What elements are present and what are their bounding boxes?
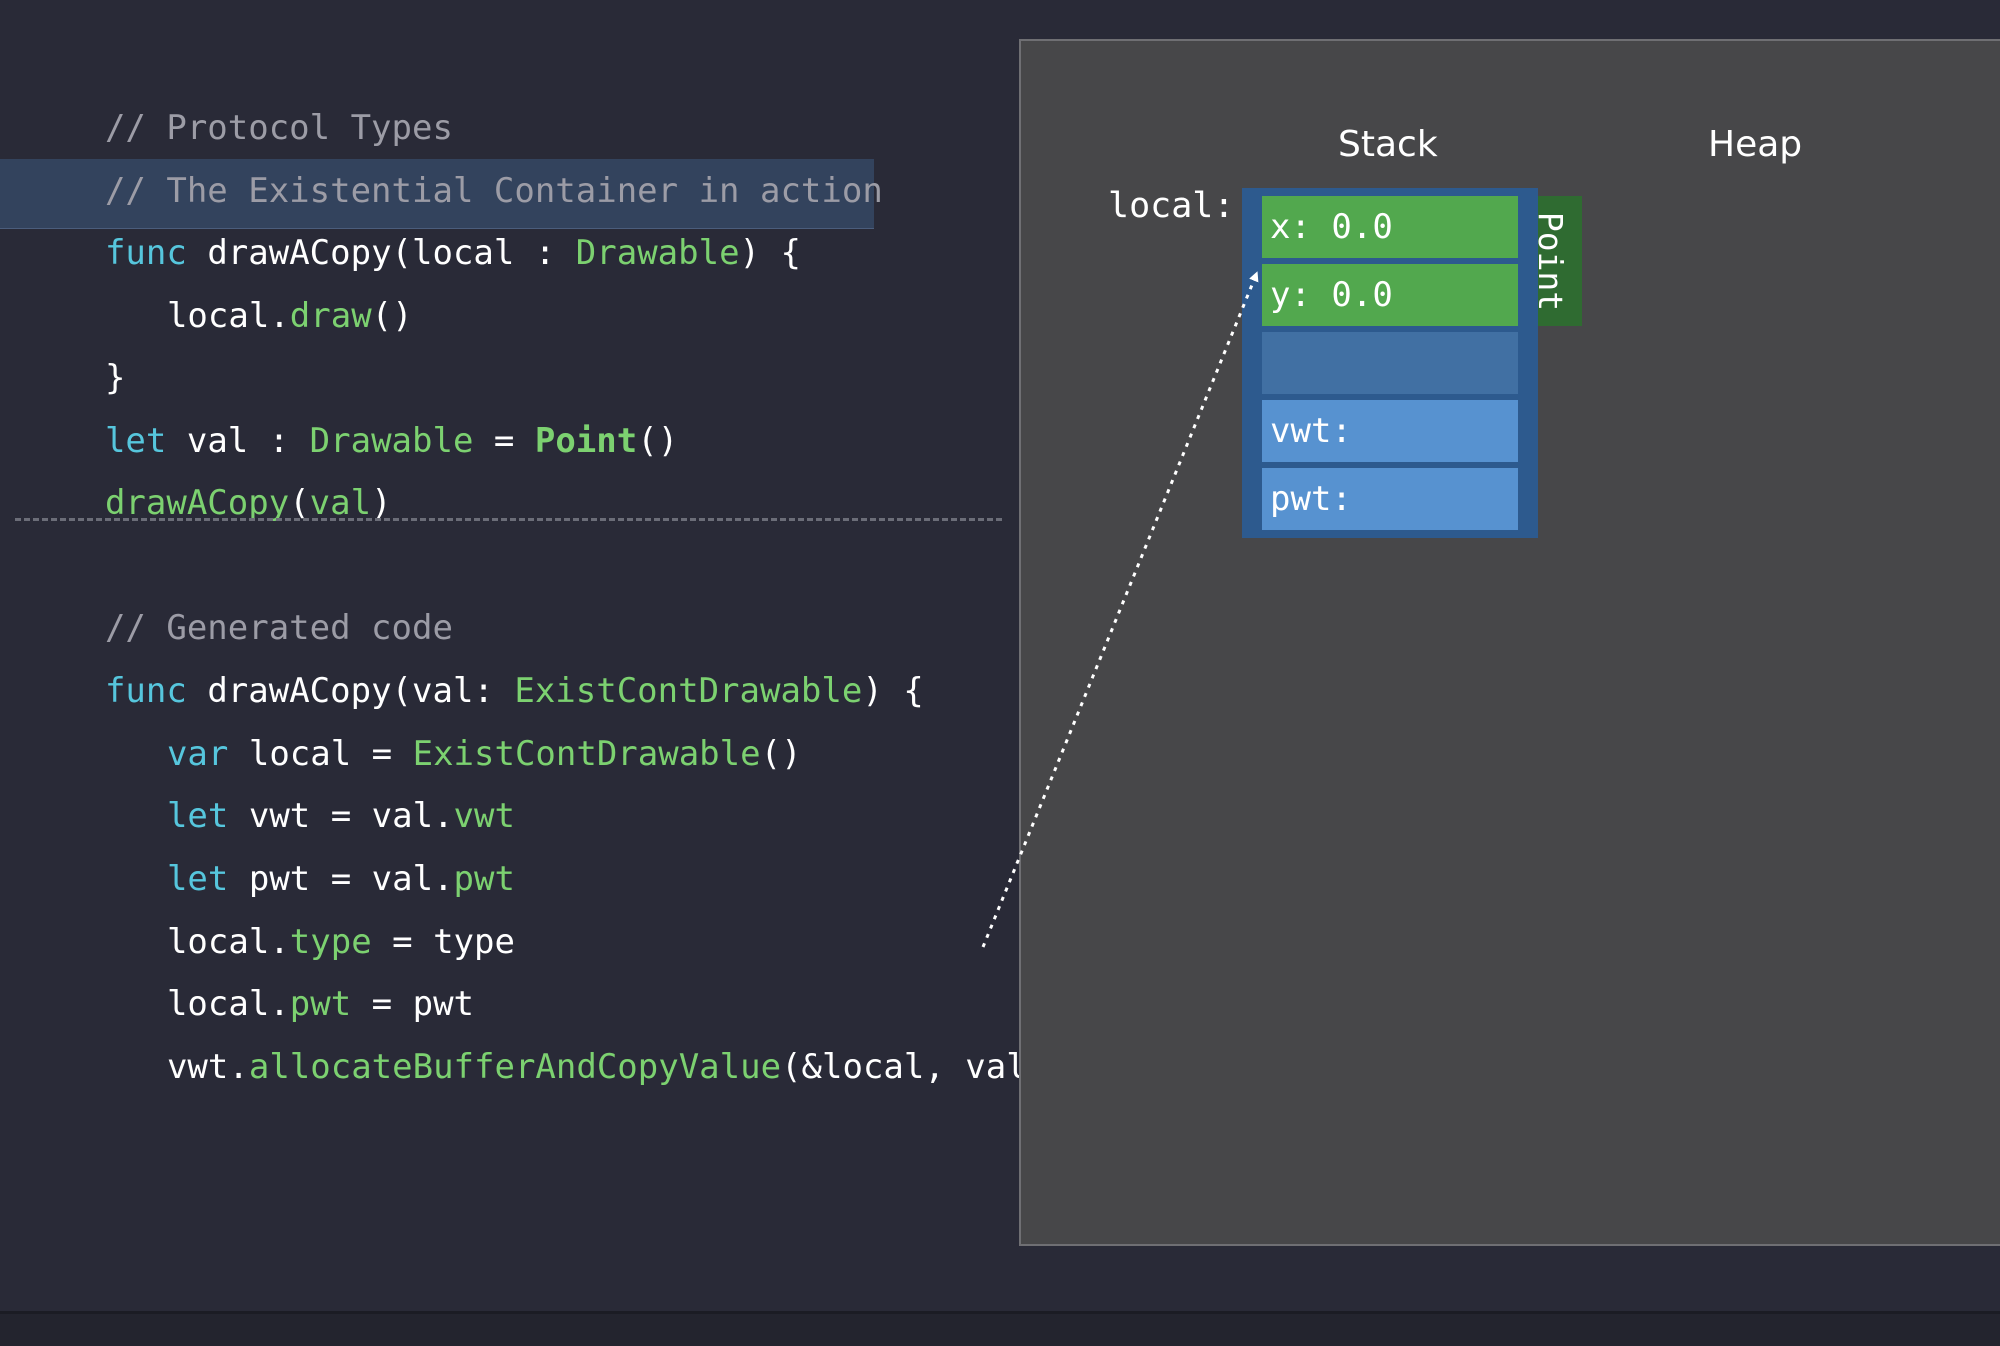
comment-text: // Protocol Types	[104, 108, 453, 148]
close-paren: )	[371, 483, 392, 523]
identifier-local: local =	[228, 734, 413, 774]
section-divider	[15, 518, 1002, 521]
code-line-let-pwt: let pwt = val.pwt	[126, 792, 515, 899]
cell-pwt: pwt:	[1262, 468, 1518, 530]
code-line-local-type: local.type = type	[126, 855, 515, 962]
property-type: type	[289, 922, 372, 962]
code-line-func-drawacopy-highlighted: func drawACopy(local : Drawable) {	[64, 166, 801, 273]
func-call-drawacopy: drawACopy	[104, 483, 290, 523]
comment-text: // Generated code	[104, 608, 453, 648]
method-draw: draw	[289, 296, 372, 336]
code-line-closing-brace: }	[64, 291, 125, 398]
property-pwt: pwt	[453, 859, 515, 899]
property-vwt: vwt	[453, 796, 515, 836]
current-line-highlight	[0, 159, 874, 229]
cell-x: x: 0.0	[1262, 196, 1518, 258]
ctor-point: Point	[534, 421, 638, 461]
code-line-allocate-buffer: vwt.allocateBufferAndCopyValue(&local, v…	[126, 980, 1047, 1087]
func-signature-text: drawACopy(val:	[186, 671, 515, 711]
bottom-bar	[0, 1311, 2000, 1346]
keyword-let: let	[166, 859, 229, 899]
stack-column-title: Stack	[1338, 124, 1438, 165]
func-signature-text: drawACopy(local :	[186, 233, 576, 273]
cell-vwt: vwt:	[1262, 400, 1518, 462]
heap-column-title: Heap	[1708, 124, 1803, 165]
assign-text: = type	[371, 922, 515, 962]
call-parens: ()	[371, 296, 413, 336]
keyword-let: let	[166, 796, 229, 836]
code-line-comment-existential: // The Existential Container in action	[64, 104, 883, 211]
signature-close: ) {	[862, 671, 924, 711]
assign-text: = pwt	[351, 984, 475, 1024]
signature-close: ) {	[739, 233, 801, 273]
point-type-label: Point	[1520, 196, 1582, 326]
property-pwt: pwt	[289, 984, 352, 1024]
code-line-comment-generated: // Generated code	[64, 541, 453, 648]
type-existcontdrawable: ExistContDrawable	[514, 671, 863, 711]
code-line-local-draw: local.draw()	[126, 229, 413, 336]
identifier-local: local.	[166, 296, 290, 336]
identifier-local: local.	[166, 984, 290, 1024]
identifier-local: local.	[166, 922, 290, 962]
code-line-comment-protocol-types: // Protocol Types	[64, 41, 453, 148]
type-drawable: Drawable	[309, 421, 474, 461]
keyword-var: var	[166, 734, 229, 774]
assign-text: pwt = val.	[228, 859, 454, 899]
cell-empty-buffer	[1262, 332, 1518, 394]
code-line-func-generated: func drawACopy(val: ExistContDrawable) {	[64, 604, 924, 711]
type-drawable: Drawable	[575, 233, 740, 273]
argument-val: val	[309, 483, 372, 523]
type-existcontdrawable: ExistContDrawable	[412, 734, 761, 774]
cell-y: y: 0.0	[1262, 264, 1518, 326]
code-line-let-val: let val : Drawable = Point()	[64, 354, 678, 461]
point-label-text: Point	[1531, 211, 1571, 311]
keyword-func: func	[104, 671, 187, 711]
code-line-let-vwt: let vwt = val.vwt	[126, 729, 515, 836]
identifier-val: val :	[166, 421, 310, 461]
method-allocatebufferandcopyvalue: allocateBufferAndCopyValue	[248, 1047, 782, 1087]
code-line-call-drawacopy: drawACopy(val)	[64, 416, 392, 523]
keyword-let: let	[104, 421, 167, 461]
comment-text: // The Existential Container in action	[104, 171, 883, 211]
open-paren: (	[289, 483, 310, 523]
code-line-local-pwt: local.pwt = pwt	[126, 917, 474, 1024]
assign-text: vwt = val.	[228, 796, 454, 836]
identifier-vwt: vwt.	[166, 1047, 249, 1087]
local-variable-label: local:	[1108, 186, 1235, 226]
call-args: (&local, val)	[781, 1047, 1048, 1087]
call-parens: ()	[637, 421, 679, 461]
closing-brace: }	[104, 358, 126, 398]
assign-op: =	[473, 421, 535, 461]
code-line-var-local: var local = ExistContDrawable()	[126, 667, 802, 774]
keyword-func: func	[104, 233, 187, 273]
call-parens: ()	[760, 734, 802, 774]
